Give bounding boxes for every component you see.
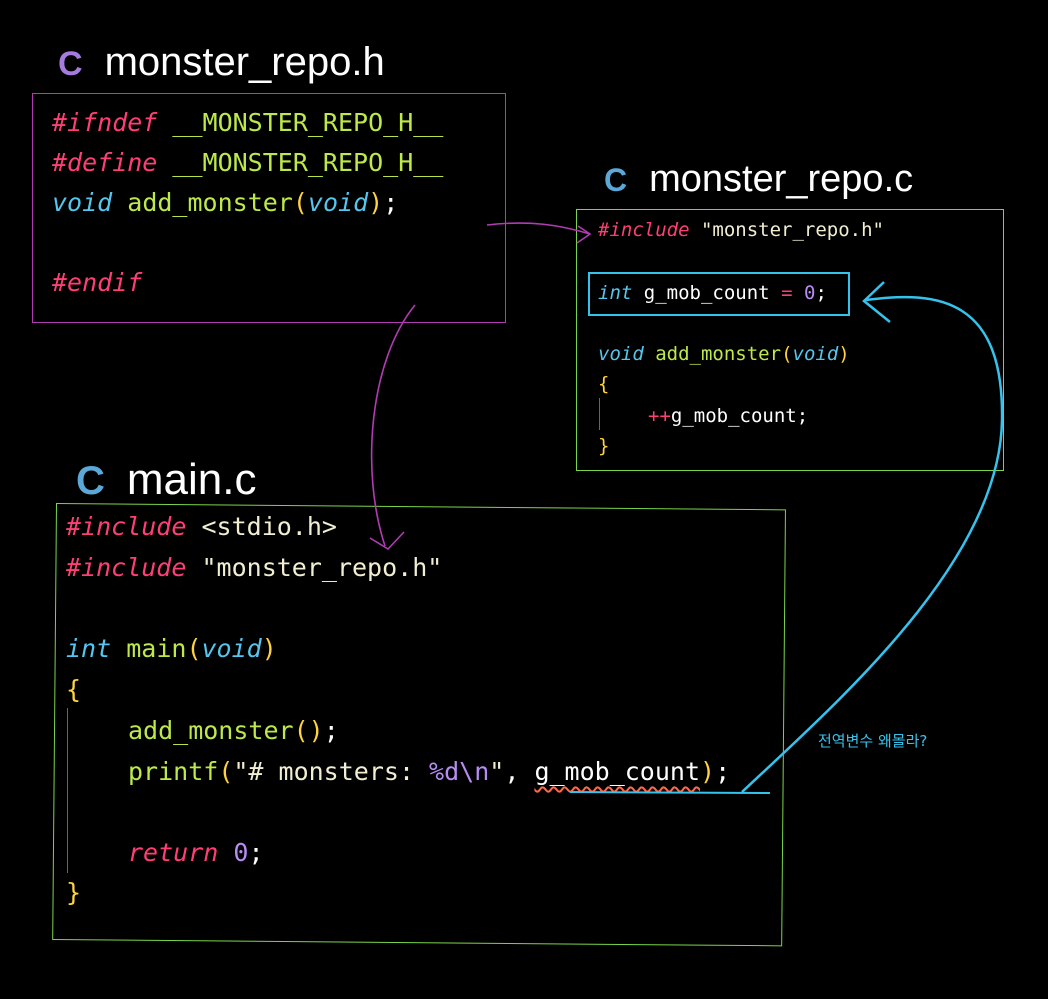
type-keyword: void <box>307 188 369 217</box>
code-line: { <box>598 373 609 395</box>
code-line: #ifndef __MONSTER_REPO_H__ <box>52 108 443 137</box>
code-line: int g_mob_count = 0; <box>598 282 827 304</box>
type-keyword: void <box>52 188 113 217</box>
string-literal: "monster_repo.h" <box>700 219 884 241</box>
angle-bracket: > <box>321 512 337 541</box>
function-name: add_monster <box>127 188 293 217</box>
number-literal: 0 <box>233 838 249 867</box>
number-literal: 0 <box>803 282 816 304</box>
code-line: #include <stdio.h> <box>66 512 337 541</box>
comma: , <box>504 757 535 786</box>
code-line: void add_monster(void); <box>52 188 398 217</box>
arrowhead <box>576 225 592 244</box>
header-file-title: C monster_repo.h <box>58 40 385 85</box>
paren: ) <box>261 634 277 663</box>
c-language-icon: C <box>58 45 83 83</box>
type-keyword: void <box>792 343 839 365</box>
paren: ) <box>838 343 850 365</box>
preprocessor-directive: #include <box>66 512 187 541</box>
type-keyword: void <box>201 634 262 663</box>
operator: ++ <box>648 405 671 427</box>
semicolon: ; <box>323 716 339 745</box>
global-variable-reference-arrow <box>741 295 1004 793</box>
operator: = <box>781 282 793 304</box>
semicolon: ; <box>248 838 264 867</box>
header-file-box <box>32 93 506 323</box>
variable-underline-mark <box>569 791 771 794</box>
brace: } <box>598 435 610 457</box>
indent-guide <box>599 398 600 430</box>
arrowhead <box>862 281 891 323</box>
paren: ( <box>186 634 202 663</box>
function-name: main <box>126 634 187 663</box>
format-specifier: %d\n <box>429 757 490 786</box>
header-file-name: monster_repo.h <box>104 40 385 84</box>
code-line: void add_monster(void) <box>598 343 850 365</box>
semicolon: ; <box>796 405 809 427</box>
type-keyword: int <box>66 634 112 663</box>
preprocessor-directive: #endif <box>52 268 143 297</box>
function-name: add_monster <box>655 343 782 365</box>
c-language-icon: C <box>604 162 628 198</box>
global-variable-highlight <box>588 272 850 316</box>
string-literal: " <box>489 757 505 786</box>
brace: } <box>66 878 82 907</box>
preprocessor-directive: #define <box>52 148 158 177</box>
include-arrow-to-main <box>370 304 416 547</box>
function-name: printf <box>128 757 219 786</box>
variable-name: g_mob_count <box>670 405 797 427</box>
semicolon: ; <box>815 282 827 304</box>
variable-name: g_mob_count <box>643 282 770 304</box>
indent-guide <box>67 708 68 873</box>
code-line: #endif <box>52 268 142 297</box>
header-name: stdio.h <box>216 512 322 541</box>
code-line: add_monster(); <box>128 716 339 745</box>
code-line: int main(void) <box>66 634 277 663</box>
function-name: add_monster <box>128 716 294 745</box>
macro-name: __MONSTER_REPO_H__ <box>172 108 444 137</box>
code-line: { <box>66 675 81 704</box>
include-arrow-to-source <box>486 222 591 235</box>
code-line: } <box>66 878 81 907</box>
paren: ) <box>700 757 716 786</box>
return-keyword: return <box>128 838 219 867</box>
preprocessor-directive: #include <box>598 219 690 241</box>
paren: ( <box>218 757 234 786</box>
source-file-title: C monster_repo.c <box>604 158 913 201</box>
code-line: return 0; <box>128 838 264 867</box>
semicolon: ; <box>715 757 731 786</box>
arrowhead <box>369 531 405 551</box>
brace: { <box>66 675 82 704</box>
code-line: #define __MONSTER_REPO_H__ <box>52 148 443 177</box>
macro-name: __MONSTER_REPO_H__ <box>172 148 444 177</box>
source-file-box <box>576 209 1004 471</box>
paren: ( <box>781 343 793 365</box>
string-literal: "# monsters: <box>233 757 430 786</box>
code-line: } <box>598 435 609 457</box>
type-keyword: void <box>598 343 644 365</box>
semicolon: ; <box>383 188 399 217</box>
handwritten-annotation: 전역변수 왜몰라? <box>818 732 928 750</box>
code-line: #include "monster_repo.h" <box>66 553 442 582</box>
preprocessor-directive: #ifndef <box>52 108 158 137</box>
main-file-title: C main.c <box>76 455 256 505</box>
code-line: ++g_mob_count; <box>648 405 808 427</box>
angle-bracket: < <box>201 512 217 541</box>
source-file-name: monster_repo.c <box>649 158 914 200</box>
code-line: #include "monster_repo.h" <box>598 219 884 241</box>
paren: () <box>293 716 324 745</box>
undefined-variable-error: g_mob_count <box>534 757 701 786</box>
main-file-name: main.c <box>126 455 257 504</box>
type-keyword: int <box>598 282 633 304</box>
c-language-icon: C <box>76 459 105 503</box>
paren: ) <box>368 188 384 217</box>
brace: { <box>598 373 610 395</box>
paren: ( <box>292 188 308 217</box>
preprocessor-directive: #include <box>66 553 187 582</box>
string-literal: "monster_repo.h" <box>201 553 443 582</box>
code-line: printf("# monsters: %d\n", g_mob_count); <box>128 757 730 786</box>
